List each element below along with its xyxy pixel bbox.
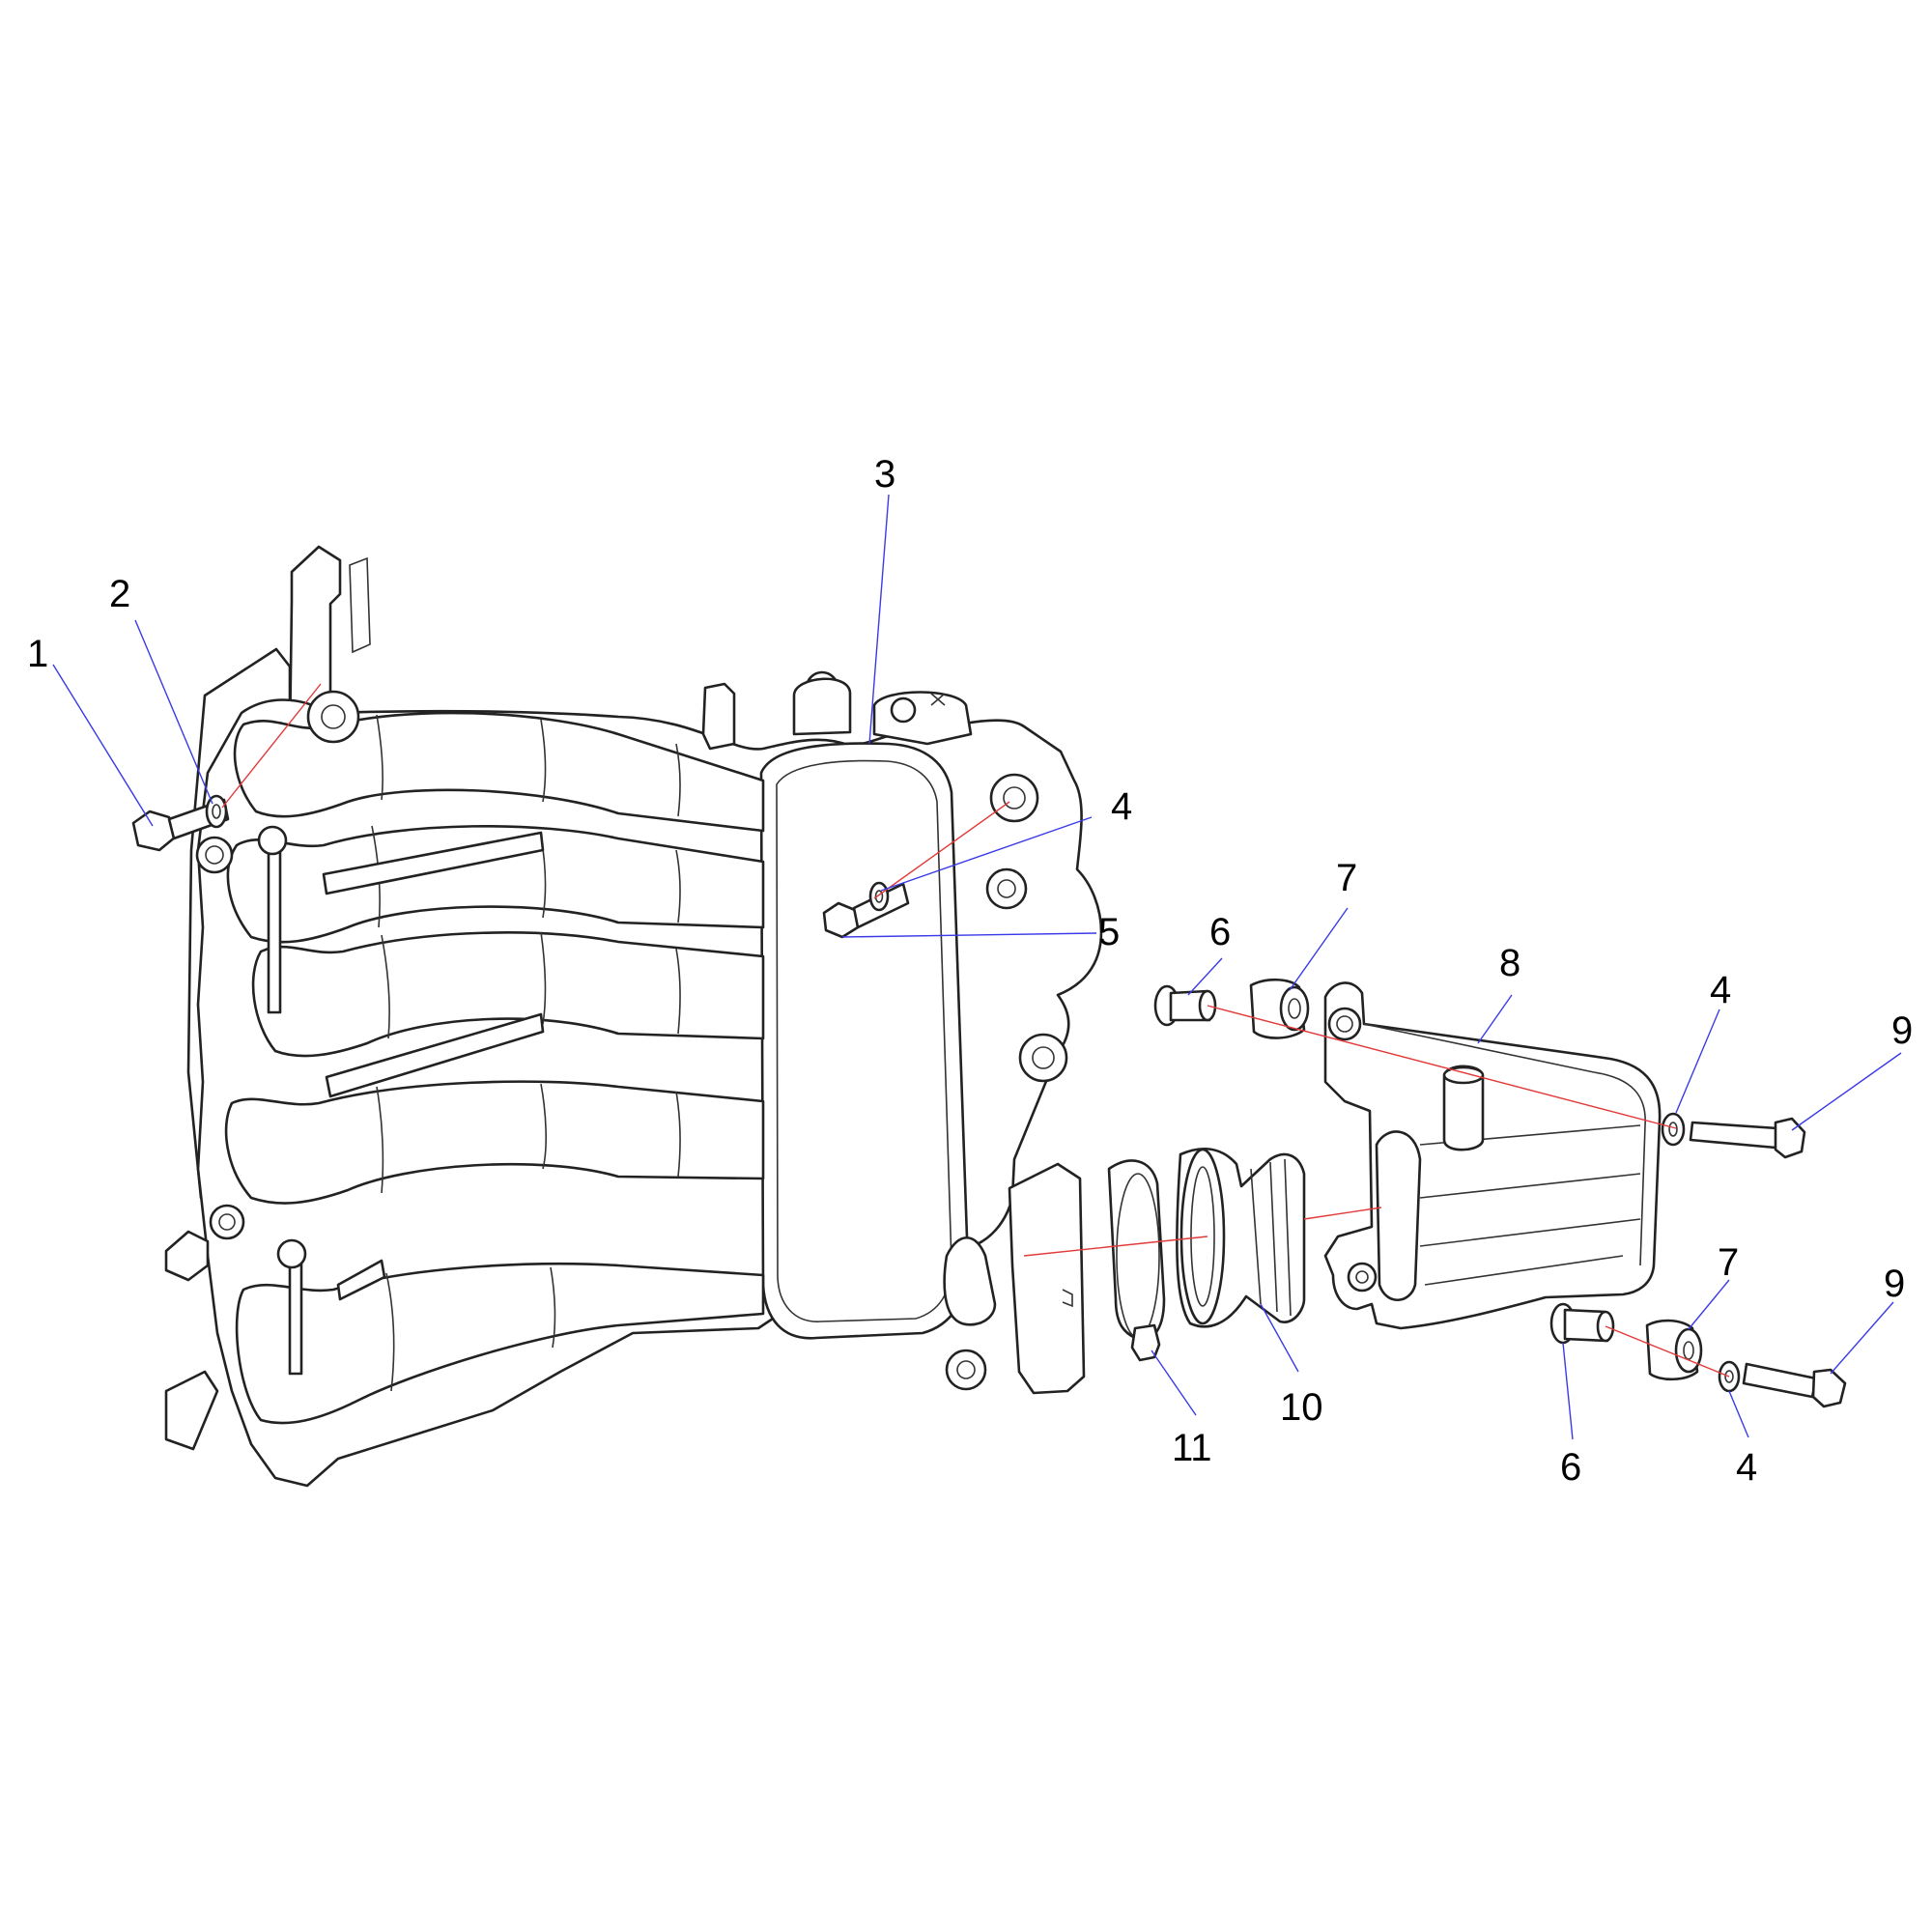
callout-4-lower: 4 xyxy=(1736,1446,1757,1489)
leader-lines xyxy=(52,494,1902,1440)
callout-1: 1 xyxy=(27,633,48,675)
washer-part-4-upper xyxy=(868,881,890,912)
sleeve-part-6-upper xyxy=(1153,984,1217,1027)
grommet-part-7-upper xyxy=(1249,978,1310,1039)
callout-7-lower: 7 xyxy=(1718,1241,1739,1284)
callout-labels: 1 2 3 4 5 6 7 8 4 9 7 9 11 10 6 4 xyxy=(27,453,1913,1489)
callout-10: 10 xyxy=(1280,1386,1323,1429)
resonator-housing-part-8 xyxy=(1323,981,1662,1330)
callout-4-right: 4 xyxy=(1710,969,1731,1011)
callout-9-upper: 9 xyxy=(1891,1009,1913,1052)
bolt-part-9-lower xyxy=(1742,1362,1847,1408)
callout-5: 5 xyxy=(1098,911,1120,953)
callout-6-upper: 6 xyxy=(1209,911,1231,953)
assembly-axis-lines xyxy=(221,683,1730,1378)
bolt-part-9-upper xyxy=(1689,1117,1806,1159)
washer-part-2 xyxy=(205,794,228,829)
callout-9-lower: 9 xyxy=(1884,1263,1905,1305)
callout-3: 3 xyxy=(874,453,895,496)
intake-manifold xyxy=(164,545,1103,1488)
grommet-part-7-lower xyxy=(1645,1319,1703,1381)
washer-part-4-right xyxy=(1661,1112,1686,1147)
hose-clamp-part-11 xyxy=(1107,1159,1166,1362)
callout-2: 2 xyxy=(109,573,130,615)
callout-6-lower: 6 xyxy=(1560,1446,1581,1489)
callout-11: 11 xyxy=(1172,1427,1212,1469)
sleeve-part-6-lower xyxy=(1549,1302,1615,1345)
callout-8: 8 xyxy=(1499,942,1520,984)
intake-duct-part-10 xyxy=(1176,1148,1306,1328)
callout-4-upper: 4 xyxy=(1111,785,1132,828)
callout-7-upper: 7 xyxy=(1336,857,1357,899)
